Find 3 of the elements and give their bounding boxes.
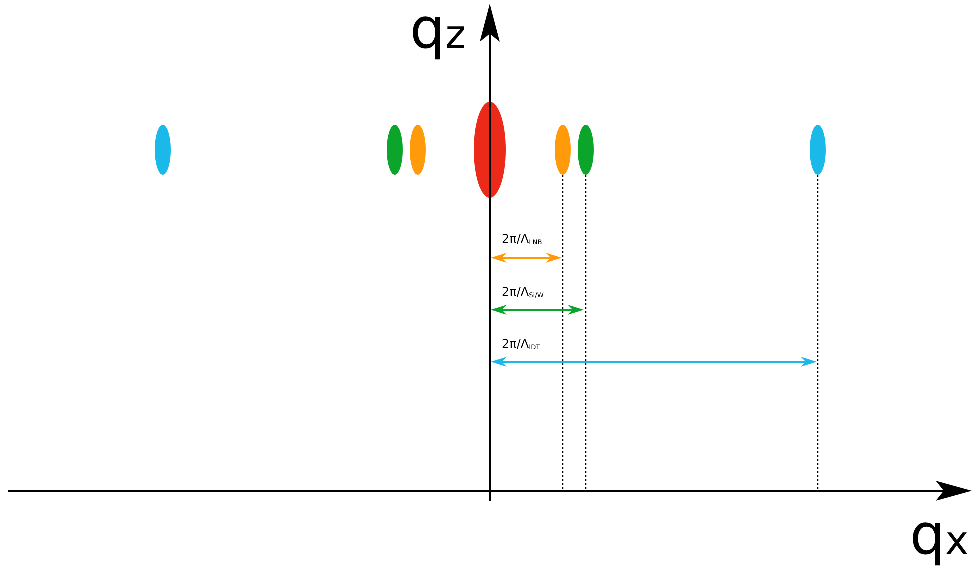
- dimension-label: 2π/Λ$_{Si/W}$: [502, 286, 544, 300]
- dimension-label: 2π/Λ$_{IDT}$: [502, 338, 540, 352]
- dimension-label: 2π/Λ$_{LNB}$: [502, 233, 542, 246]
